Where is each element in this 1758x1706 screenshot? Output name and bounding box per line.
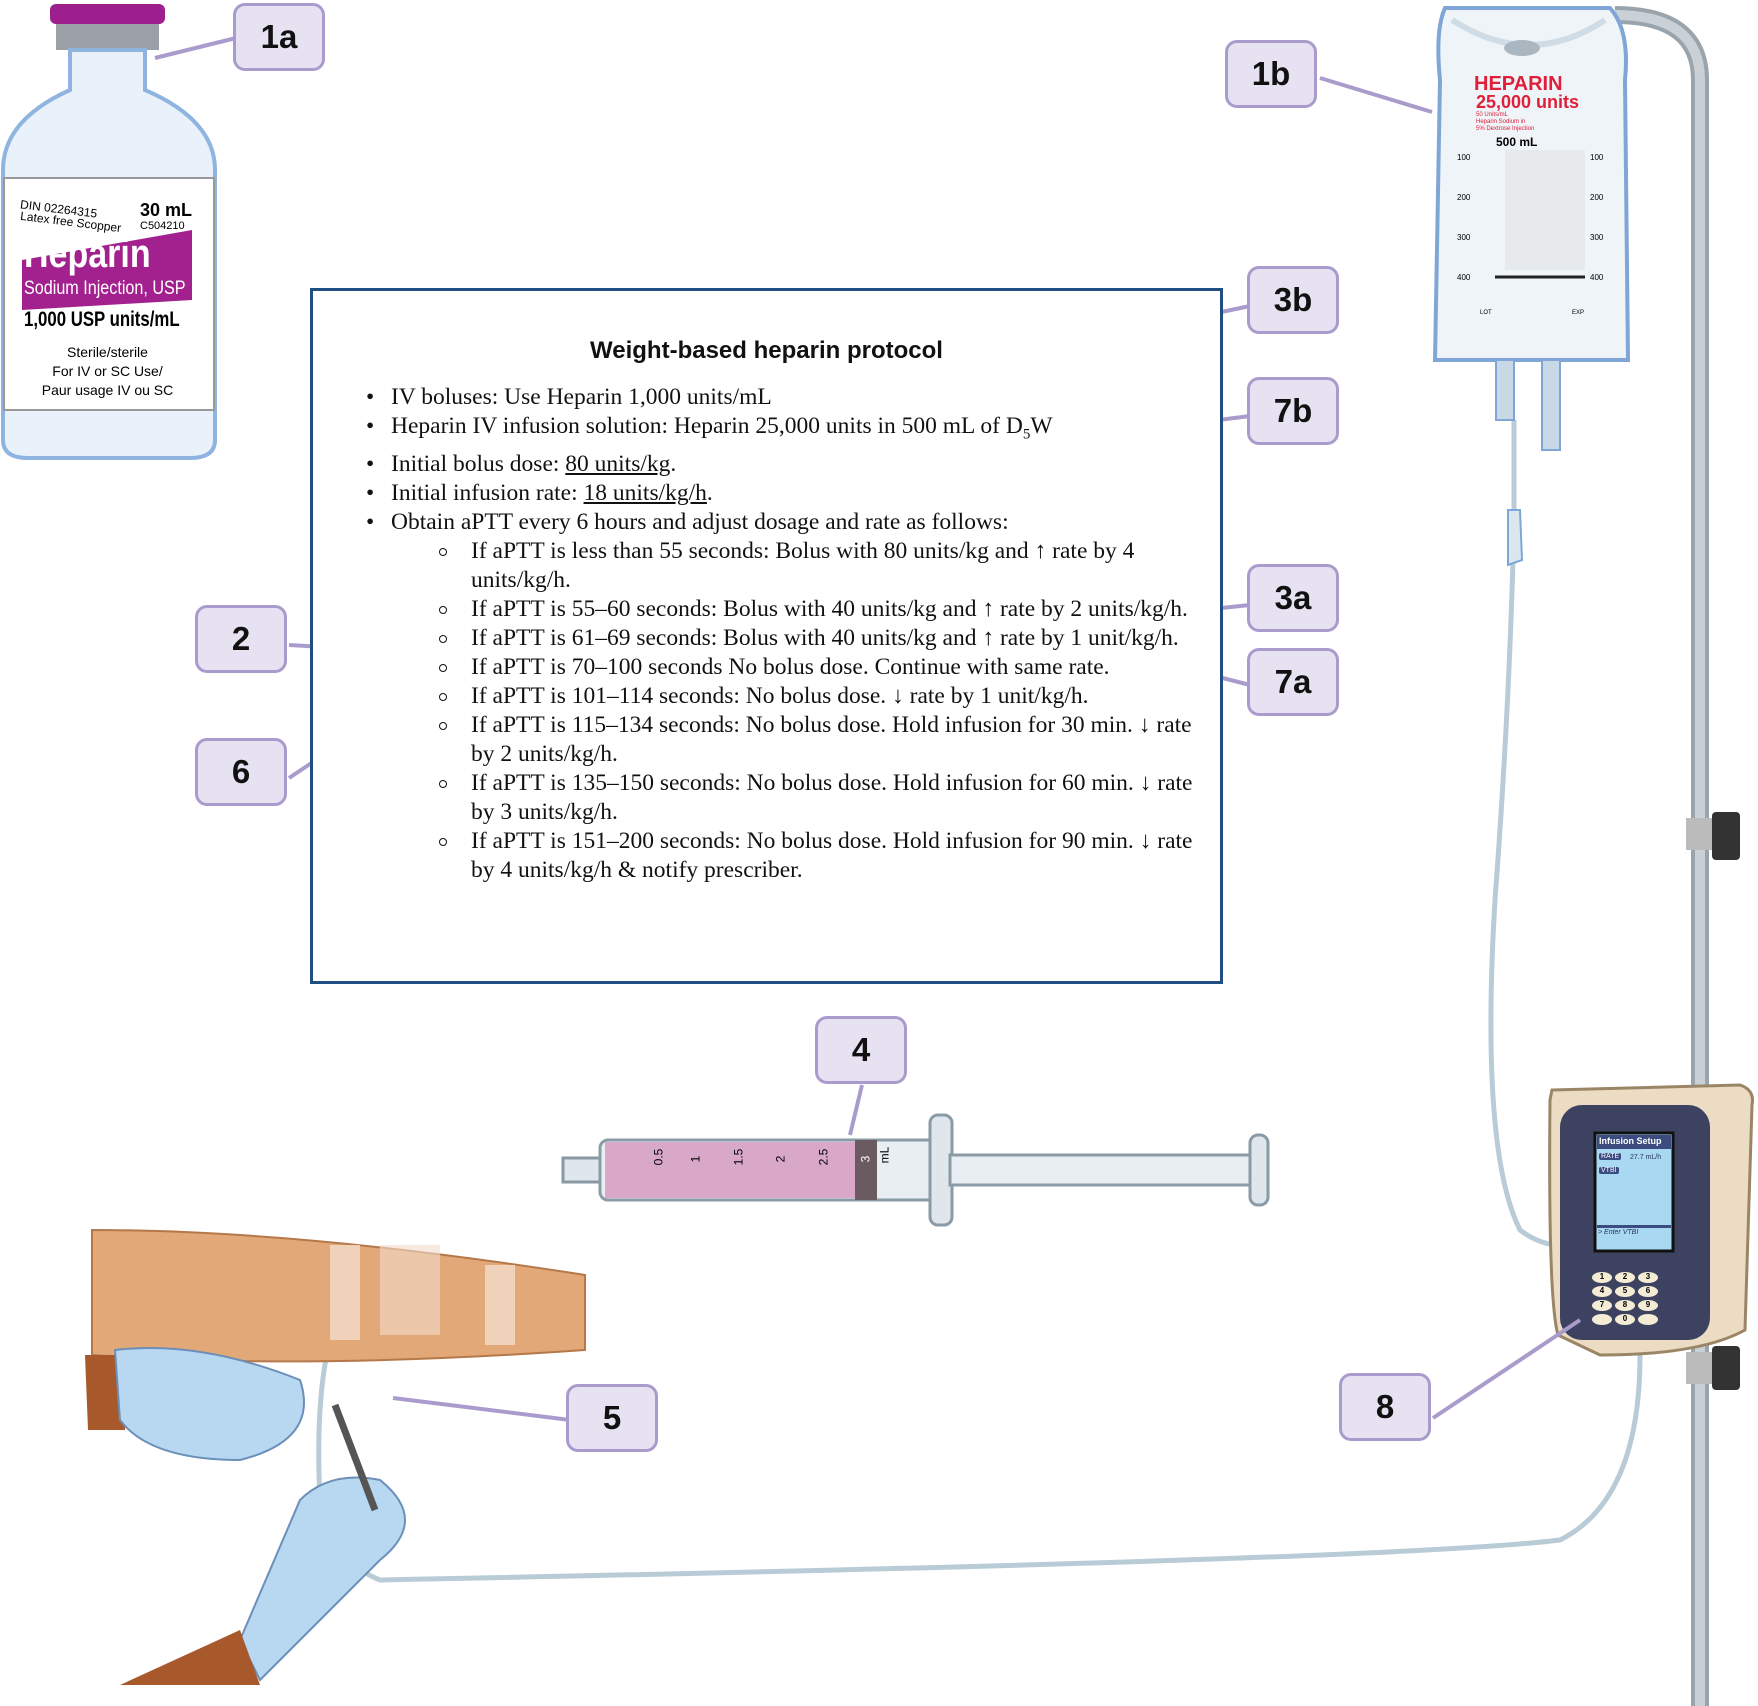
vial-volume: 30 mL (140, 200, 193, 220)
callout-7a: 7a (1247, 648, 1339, 716)
callout-2: 2 (195, 605, 287, 673)
bag-lot: LOT (1480, 310, 1492, 316)
aptt-rule: If aPTT is 135–150 seconds: No bolus dos… (313, 769, 1193, 827)
protocol-list: IV boluses: Use Heparin 1,000 units/mL H… (313, 383, 1193, 885)
bag-mark: 400 (1457, 273, 1471, 282)
syringe-tick: 0.5 (651, 1148, 666, 1166)
protocol-bullet: Initial infusion rate: 18 units/kg/h. (313, 479, 1193, 508)
bag-mark: 200 (1457, 193, 1471, 202)
pump-key[interactable]: 3 (1638, 1272, 1658, 1283)
callout-1b: 1b (1225, 40, 1317, 108)
patient-arm (85, 1228, 586, 1685)
pump-key[interactable]: 2 (1615, 1272, 1635, 1283)
bag-mark: 100 (1457, 153, 1471, 162)
pump-rate-label: RATE (1599, 1153, 1622, 1160)
pump-key[interactable]: 5 (1615, 1286, 1635, 1297)
vial-line: For IV or SC Use/ (52, 363, 163, 379)
bag-mark: 300 (1590, 233, 1604, 242)
vial-subtitle: Sodium Injection, USP (24, 278, 186, 299)
pump-key[interactable]: 7 (1592, 1300, 1612, 1311)
aptt-rule: If aPTT is 55–60 seconds: Bolus with 40 … (313, 595, 1193, 624)
aptt-rule: If aPTT is 70–100 seconds No bolus dose.… (313, 653, 1193, 682)
bullet-text: . (706, 479, 713, 506)
vial-usage: Sterile/sterile For IV or SC Use/ Paur u… (10, 343, 205, 400)
bag-desc2: 5% Dextrose Injection (1476, 126, 1535, 132)
bag-mark: 400 (1590, 273, 1604, 282)
heparin-protocol-box: Weight-based heparin protocol IV boluses… (310, 288, 1223, 984)
protocol-title: Weight-based heparin protocol (590, 337, 943, 364)
protocol-bullet: Obtain aPTT every 6 hours and adjust dos… (313, 508, 1193, 537)
syringe-tick: 2.5 (816, 1148, 831, 1166)
pump-prompt: > Enter VTBI (1598, 1229, 1639, 1236)
vial-line: Paur usage IV ou SC (41, 382, 174, 398)
iv-pole (1614, 6, 1740, 1706)
aptt-rule: If aPTT is less than 55 seconds: Bolus w… (313, 537, 1193, 595)
syringe-tick: 2 (773, 1155, 788, 1163)
aptt-rule: If aPTT is 115–134 seconds: No bolus dos… (313, 711, 1193, 769)
bag-mark: 300 (1457, 233, 1471, 242)
callout-8: 8 (1339, 1373, 1431, 1441)
heparin-vial (1, 4, 217, 460)
heparin-iv-bag (1432, 6, 1631, 567)
bullet-text: Initial infusion rate: (391, 479, 584, 506)
syringe (561, 1113, 1270, 1227)
callout-1a: 1a (233, 3, 325, 71)
infusion-rate: 18 units/kg/h (583, 479, 707, 506)
protocol-bullet: Initial bolus dose: 80 units/kg. (313, 450, 1193, 479)
bag-marks-right: 100 200 300 400 (1590, 138, 1603, 298)
aptt-rules: If aPTT is less than 55 seconds: Bolus w… (313, 537, 1193, 885)
protocol-bullet: IV boluses: Use Heparin 1,000 units/mL (313, 383, 1193, 412)
bag-units: 25,000 units (1476, 92, 1580, 112)
protocol-bullet: Heparin IV infusion solution: Heparin 25… (313, 412, 1193, 450)
vial-strength: 1,000 USP units/mL (24, 308, 180, 331)
bag-conc: 50 Units/mL (1476, 112, 1509, 118)
bullet-text: W (1030, 413, 1053, 439)
bag-mark: 100 (1590, 153, 1604, 162)
pump-key[interactable] (1592, 1314, 1612, 1325)
callout-3a: 3a (1247, 564, 1339, 632)
bag-mark: 200 (1590, 193, 1604, 202)
syringe-tick: 1.5 (731, 1148, 746, 1166)
aptt-rule: If aPTT is 151–200 seconds: No bolus dos… (313, 827, 1193, 885)
callout-4: 4 (815, 1016, 907, 1084)
pump-key[interactable]: 1 (1592, 1272, 1612, 1283)
syringe-tick: 1 (688, 1155, 703, 1163)
bag-desc1: Heparin Sodium in (1476, 119, 1526, 125)
pump-key[interactable]: 4 (1592, 1286, 1612, 1297)
pump-screen-title: Infusion Setup (1599, 1136, 1662, 1146)
callout-6: 6 (195, 738, 287, 806)
aptt-rule: If aPTT is 61–69 seconds: Bolus with 40 … (313, 624, 1193, 653)
syringe-tick: 3 (858, 1155, 873, 1163)
pump-key[interactable]: 8 (1615, 1300, 1635, 1311)
pump-vtbi-label: VTBI (1599, 1167, 1619, 1174)
bag-name: HEPARIN (1474, 73, 1563, 95)
bag-exp: EXP (1572, 310, 1585, 316)
vial-name: Heparin (24, 232, 151, 276)
bullet-text: Initial bolus dose: (391, 450, 566, 477)
callout-7b: 7b (1247, 377, 1339, 445)
bullet-text: Heparin IV infusion solution: Heparin 25… (391, 413, 1023, 439)
pump-key[interactable]: 9 (1638, 1300, 1658, 1311)
bag-marks-left: 100 200 300 400 (1457, 138, 1470, 298)
pump-key[interactable]: 6 (1638, 1286, 1658, 1297)
syringe-unit: mL (877, 1146, 892, 1164)
subscript: 5 (1022, 426, 1031, 443)
pump-key[interactable] (1638, 1314, 1658, 1325)
pump-rate-value: 27.7 mL/h (1630, 1154, 1662, 1161)
callout-3b: 3b (1247, 266, 1339, 334)
bag-volume: 500 mL (1496, 135, 1538, 149)
pump-key[interactable]: 0 (1615, 1314, 1635, 1325)
bolus-dose: 80 units/kg (565, 450, 671, 477)
callout-5: 5 (566, 1384, 658, 1452)
vial-code: C504210 (140, 220, 185, 232)
bullet-text: . (670, 450, 677, 477)
vial-line: Sterile/sterile (67, 344, 148, 360)
aptt-rule: If aPTT is 101–114 seconds: No bolus dos… (313, 682, 1193, 711)
pump-keypad: 1 2 3 4 5 6 7 8 9 0 (1592, 1272, 1658, 1325)
